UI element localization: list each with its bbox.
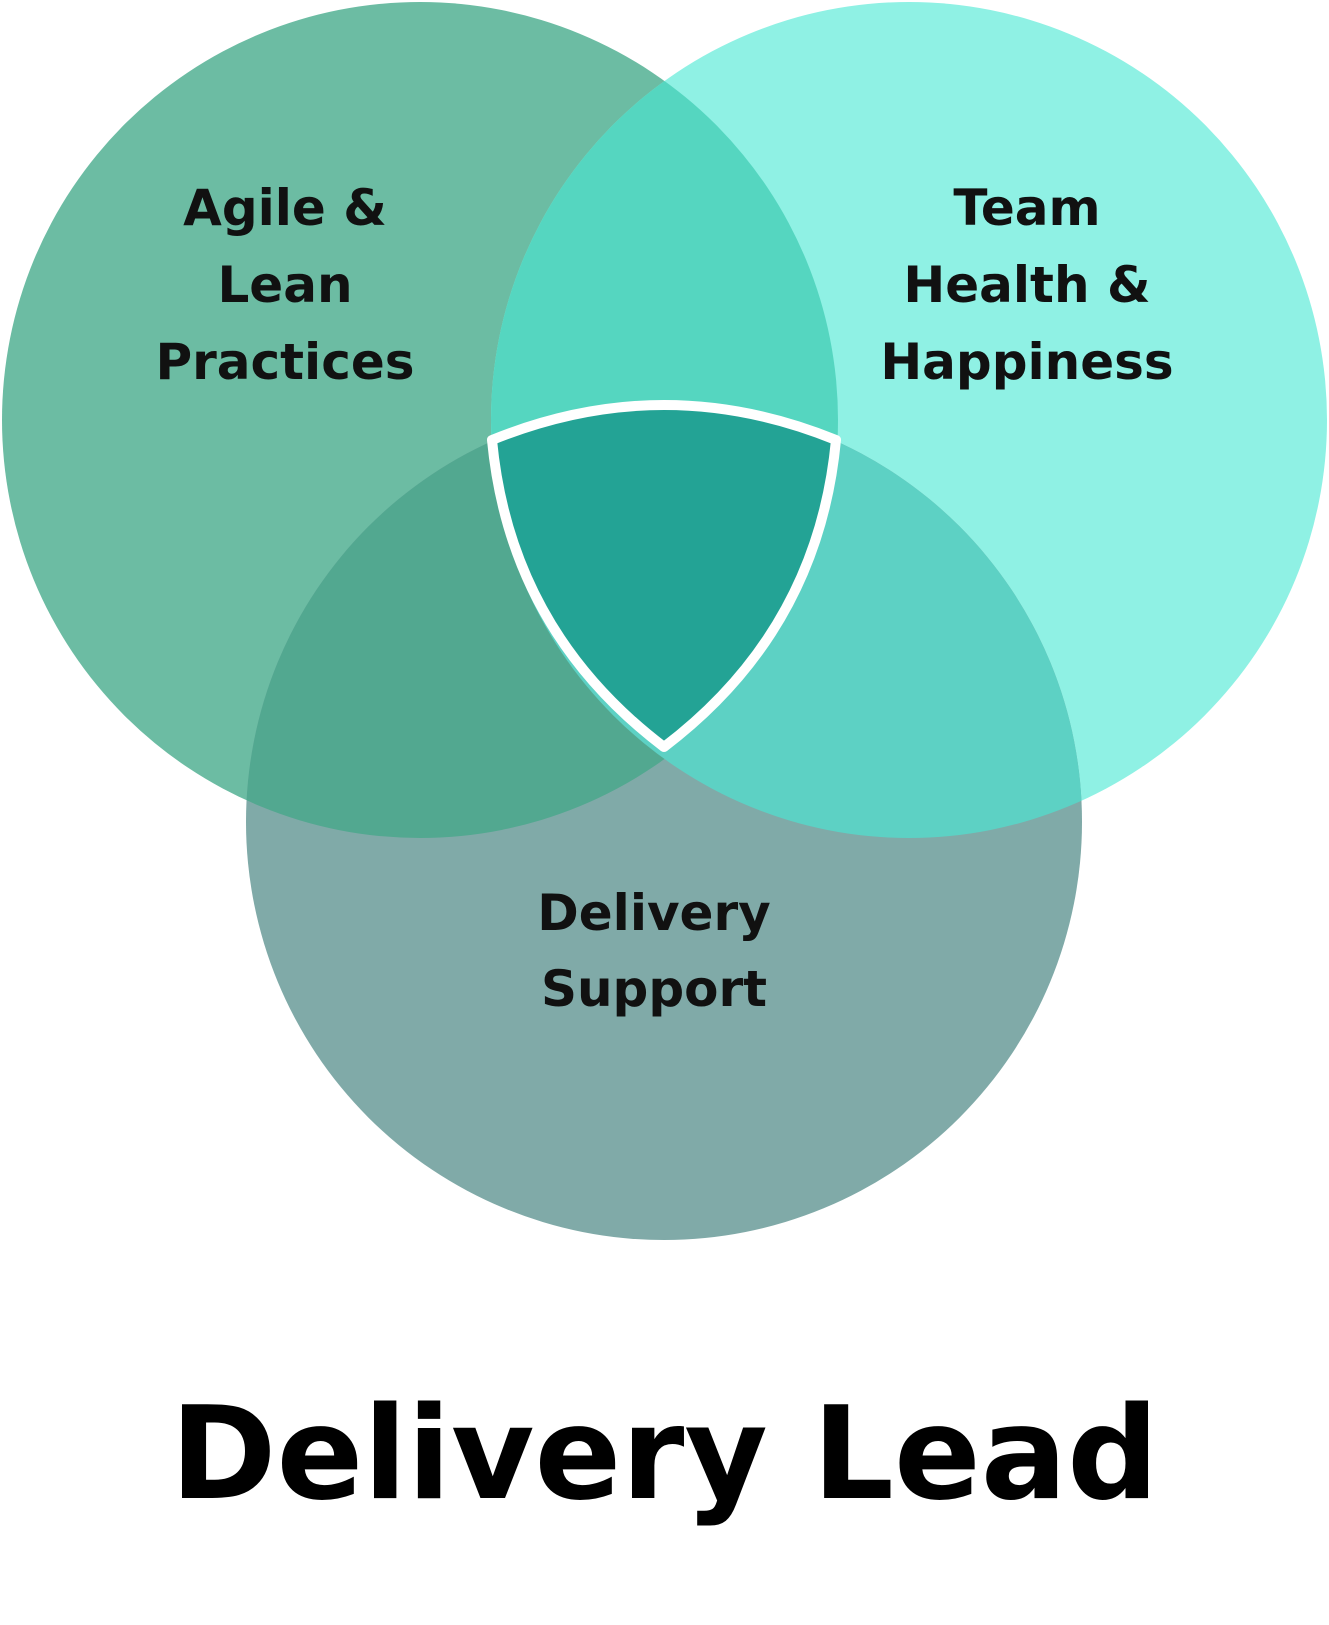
team-label-line-3: Happiness <box>880 333 1173 391</box>
agile-label-line-3: Practices <box>155 333 414 391</box>
team-health-happiness-label: Team Health & Happiness <box>880 179 1173 391</box>
agile-label-line-1: Agile & <box>183 179 387 237</box>
agile-lean-practices-label: Agile & Lean Practices <box>155 179 414 391</box>
delivery-support-label: Delivery Support <box>537 884 770 1018</box>
team-label-line-1: Team <box>953 179 1100 237</box>
delivery-label-line-2: Support <box>541 960 767 1018</box>
venn-diagram: Agile & Lean Practices Team Health & Hap… <box>2 2 1327 1240</box>
center-overlap-shield <box>487 400 841 752</box>
team-label-line-2: Health & <box>903 256 1150 314</box>
diagram-title: Delivery Lead <box>170 1380 1159 1529</box>
agile-label-line-2: Lean <box>217 256 352 314</box>
delivery-label-line-1: Delivery <box>537 884 770 942</box>
